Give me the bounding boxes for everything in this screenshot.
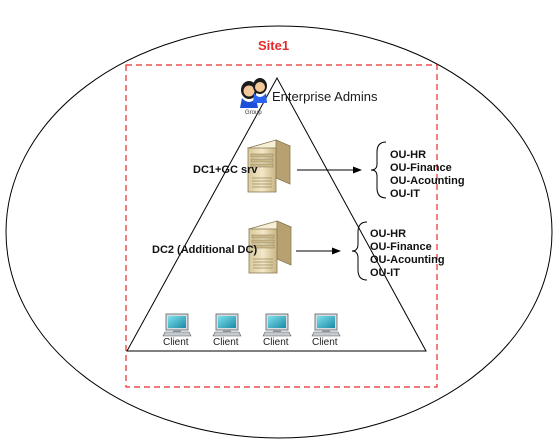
ou-item: OU-HR xyxy=(370,228,407,240)
client-computer-icon xyxy=(311,313,341,337)
domain-triangle xyxy=(126,76,427,352)
group-icon-caption: Group xyxy=(245,110,262,116)
ou-item: OU-Acounting xyxy=(370,254,445,266)
ou-item: OU-Finance xyxy=(370,241,432,253)
ou-brace-2 xyxy=(351,221,368,281)
network-ellipse xyxy=(5,25,553,439)
client-computer-icon xyxy=(212,313,242,337)
site-boundary xyxy=(125,64,438,388)
ou-item: OU-IT xyxy=(390,188,420,200)
site-title: Site1 xyxy=(258,38,290,53)
dc1-ou-list: OU-HR OU-Finance OU-Acounting OU-IT xyxy=(390,149,465,201)
dc1-label: DC1+GC srv xyxy=(193,164,258,176)
ou-item: OU-Acounting xyxy=(390,175,465,187)
ou-item: OU-Finance xyxy=(390,162,452,174)
group-users-icon xyxy=(240,78,267,108)
dc2-ou-list: OU-HR OU-Finance OU-Acounting OU-IT xyxy=(370,228,445,280)
client-label: Client xyxy=(263,337,289,348)
dc2-label: DC2 (Additional DC) xyxy=(152,244,258,256)
ou-brace-1 xyxy=(370,141,387,199)
ou-item: OU-IT xyxy=(370,267,400,279)
enterprise-admins-label: Enterprise Admins xyxy=(272,89,378,104)
ou-item: OU-HR xyxy=(390,149,427,161)
client-label: Client xyxy=(312,337,338,348)
client-computer-icon xyxy=(262,313,292,337)
client-label: Client xyxy=(163,337,189,348)
client-label: Client xyxy=(213,337,239,348)
arrow-dc2-to-ous xyxy=(296,247,341,255)
client-computer-icon xyxy=(162,313,192,337)
arrow-dc1-to-ous xyxy=(297,166,362,174)
